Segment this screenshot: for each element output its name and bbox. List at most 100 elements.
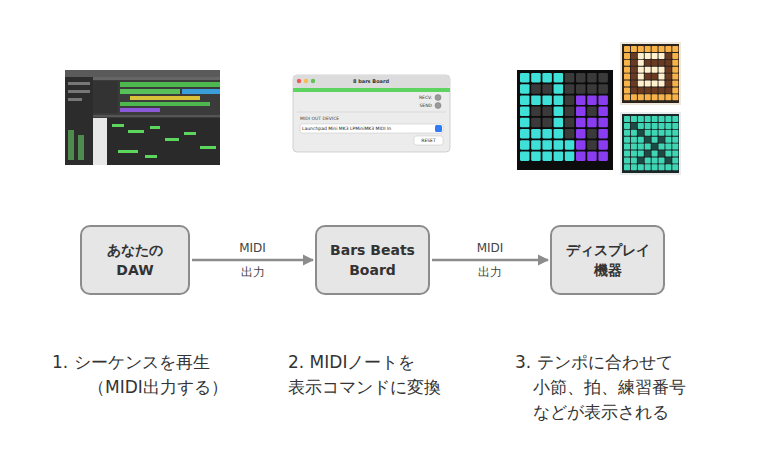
status-bar <box>293 88 450 92</box>
pad <box>631 137 637 143</box>
daw-screenshot <box>65 70 220 165</box>
box-label: あなたの DAW <box>90 240 180 281</box>
launchpad-grid <box>520 73 608 161</box>
pad <box>520 140 530 150</box>
daw-region <box>120 108 160 112</box>
pad <box>598 95 608 105</box>
daw-note <box>128 130 144 133</box>
pad <box>554 95 564 105</box>
pad <box>598 151 608 161</box>
pad <box>645 87 651 93</box>
pad <box>554 151 564 161</box>
pad <box>645 53 651 59</box>
pad <box>624 164 630 170</box>
pad <box>645 151 651 157</box>
pad <box>531 73 541 83</box>
pad <box>638 74 644 80</box>
pad <box>665 87 671 93</box>
pad <box>645 81 651 87</box>
pad <box>659 164 665 170</box>
daw-region <box>120 89 180 94</box>
pad <box>624 144 630 150</box>
pad <box>554 73 564 83</box>
pad <box>659 123 665 129</box>
pad <box>638 144 644 150</box>
pad <box>652 116 658 122</box>
daw-ruler <box>93 77 220 80</box>
edge-label: MIDI 出力 <box>471 236 509 284</box>
daw-track-headers <box>93 81 118 113</box>
launchpad-body <box>622 114 679 173</box>
pad <box>576 140 586 150</box>
pad <box>645 46 651 52</box>
pad <box>565 151 575 161</box>
pad <box>554 107 564 117</box>
pad <box>652 130 658 136</box>
launchpad-grid <box>624 46 678 100</box>
window-close <box>297 79 301 83</box>
pad <box>624 151 630 157</box>
pad <box>665 74 671 80</box>
pad <box>652 74 658 80</box>
pad <box>652 46 658 52</box>
pad <box>587 73 597 83</box>
pad <box>631 46 637 52</box>
pad <box>542 129 552 139</box>
pad <box>631 157 637 163</box>
pad <box>672 123 678 129</box>
launchpad-photo <box>620 112 681 175</box>
pad <box>576 151 586 161</box>
pad <box>520 95 530 105</box>
pad <box>631 130 637 136</box>
pad <box>652 60 658 66</box>
daw-note <box>150 126 160 129</box>
recv-indicator <box>435 95 441 101</box>
pad <box>665 60 671 66</box>
pad <box>542 151 552 161</box>
window-titlebar <box>293 75 450 88</box>
pad <box>652 81 658 87</box>
pad <box>598 73 608 83</box>
pad <box>598 129 608 139</box>
step-note: 3. テンポに合わせて 小節、拍、練習番号 などが表示される <box>515 350 708 425</box>
daw-region <box>120 82 220 87</box>
pad <box>531 129 541 139</box>
pad <box>631 94 637 100</box>
pad <box>598 118 608 128</box>
process-box: あなたの DAW <box>80 225 190 295</box>
pad <box>542 107 552 117</box>
pad <box>587 129 597 139</box>
pad <box>672 164 678 170</box>
pad <box>542 95 552 105</box>
pad <box>652 144 658 150</box>
pad <box>638 94 644 100</box>
pad <box>565 140 575 150</box>
process-box: ディスプレイ 機器 <box>550 225 665 295</box>
pad <box>652 151 658 157</box>
pad <box>542 84 552 94</box>
box-label: Bars Beats Board <box>328 240 418 281</box>
pad <box>638 164 644 170</box>
pad <box>672 137 678 143</box>
pad <box>624 53 630 59</box>
pad <box>631 123 637 129</box>
pad <box>598 107 608 117</box>
launchpad-photo <box>620 42 681 105</box>
daw-window <box>65 70 220 165</box>
pad <box>576 129 586 139</box>
pad <box>665 94 671 100</box>
pad <box>565 84 575 94</box>
daw-control <box>68 82 90 85</box>
pad <box>576 118 586 128</box>
pad <box>638 60 644 66</box>
pad <box>659 81 665 87</box>
dropdown-button <box>435 125 442 132</box>
pad <box>638 81 644 87</box>
daw-region <box>120 102 210 106</box>
pad <box>665 67 671 73</box>
pad <box>665 151 671 157</box>
pad <box>631 144 637 150</box>
connector-arrow <box>432 259 548 262</box>
launchpad-grid <box>624 116 678 170</box>
